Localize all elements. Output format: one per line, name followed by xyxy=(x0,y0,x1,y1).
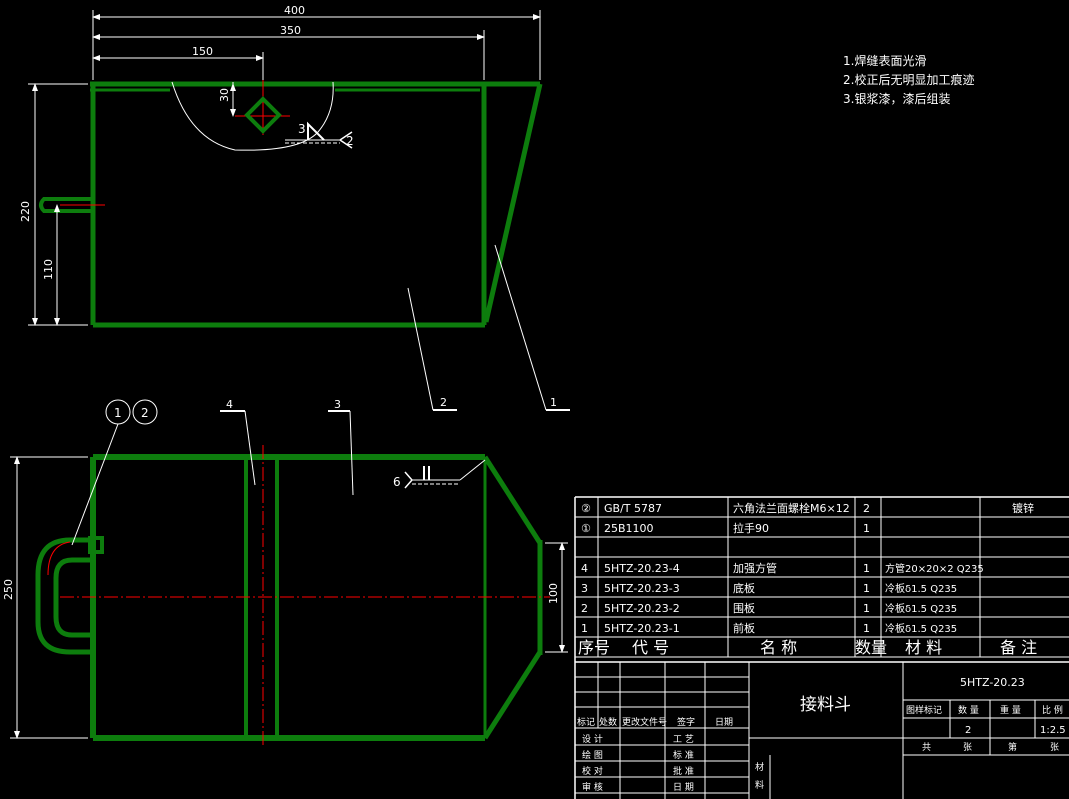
dim-100: 100 xyxy=(547,583,560,604)
mass-label: 重 量 xyxy=(1000,704,1021,716)
plan-view: 250 100 6 1 2 4 3 xyxy=(2,398,568,748)
bom-cell-remark: 镀锌 xyxy=(1012,501,1034,515)
process-label: 工 艺 xyxy=(673,734,694,745)
part-name: 接料斗 xyxy=(800,695,851,715)
balloon-2 xyxy=(132,399,158,425)
dim-250: 250 xyxy=(2,579,15,600)
bom-cell-material: 方管20×20×2 Q235 xyxy=(885,562,984,575)
front-view: 3 2 400 350 150 30 220 110 2 1 xyxy=(19,4,570,411)
bom-cell-seq: 1 xyxy=(581,622,588,635)
bom-cell-code: 5HTZ-20.23-1 xyxy=(604,622,680,635)
sheets-total: 共 xyxy=(922,742,931,753)
qty-value: 2 xyxy=(965,725,971,736)
bom-cell-code: 25B1100 xyxy=(604,522,654,535)
weld-label-front-a: 3 xyxy=(298,122,306,136)
bom-header-seq: 序号 xyxy=(578,638,610,657)
drawing-number: 5HTZ-20.23 xyxy=(960,676,1025,689)
bom-cell-code: GB/T 5787 xyxy=(604,502,662,515)
draw-label: 绘 图 xyxy=(582,749,603,761)
balloon-2-label: 2 xyxy=(141,406,149,420)
bom-cell-qty: 1 xyxy=(863,522,870,535)
balloon-1-label: 1 xyxy=(114,406,122,420)
callout-2: 2 xyxy=(440,396,447,409)
dim-350: 350 xyxy=(280,24,301,37)
bom-cell-seq: 3 xyxy=(581,582,588,595)
sheet-unit: 张 xyxy=(963,742,972,753)
date2-label: 日 期 xyxy=(673,782,694,793)
change-doc-label: 更改文件号 xyxy=(622,716,667,728)
sheet-unit-2: 张 xyxy=(1050,742,1059,753)
bom-cell-material: 冷板δ1.5 Q235 xyxy=(885,582,957,595)
note-1: 1.焊缝表面光滑 xyxy=(843,54,927,68)
dim-150: 150 xyxy=(192,45,213,58)
material-label-b: 料 xyxy=(755,779,764,791)
bom-cell-name: 围板 xyxy=(733,601,755,615)
bom-cell-name: 六角法兰面螺栓M6×12 xyxy=(733,501,850,515)
note-3: 3.银浆漆，漆后组装 xyxy=(843,92,951,106)
bom-cell-material: 冷板δ1.5 Q235 xyxy=(885,602,957,615)
approve-label: 批 准 xyxy=(673,765,694,777)
bom-cell-seq: 4 xyxy=(581,562,588,575)
dim-400: 400 xyxy=(284,4,305,17)
bom-cell-qty: 1 xyxy=(863,582,870,595)
dim-30: 30 xyxy=(218,88,231,102)
bom-cell-qty: 1 xyxy=(863,602,870,615)
title-block-text: 接料斗 5HTZ-20.23 图样标记 数 量 重 量 比 例 2 1:2.5 … xyxy=(577,676,1066,793)
weld-label-plan: 6 xyxy=(393,475,401,489)
qty-label: 数 量 xyxy=(958,704,979,716)
bom-cell-material: 冷板δ1.5 Q235 xyxy=(885,622,957,635)
bom-cell-seq: 2 xyxy=(581,602,588,615)
sheet-no: 第 xyxy=(1008,741,1017,753)
bom-cell-name: 加强方管 xyxy=(733,561,777,575)
technical-notes: 1.焊缝表面光滑 2.校正后无明显加工痕迹 3.银浆漆，漆后组装 xyxy=(843,52,974,109)
bom-cell-seq: ② xyxy=(581,502,591,515)
bom-cell-name: 底板 xyxy=(733,581,755,595)
bom-cell-code: 5HTZ-20.23-4 xyxy=(604,562,680,575)
design-label: 设 计 xyxy=(582,733,603,745)
check-label: 校 对 xyxy=(582,765,603,777)
bom-header-qty: 数量 xyxy=(855,638,887,657)
signature-label: 签字 xyxy=(677,716,695,728)
balloon-4-label: 4 xyxy=(226,398,233,411)
weld-label-front-b: 2 xyxy=(346,134,354,148)
bom-cell-code: 5HTZ-20.23-2 xyxy=(604,602,680,615)
bill-of-materials: ② GB/T 5787 六角法兰面螺栓M6×12 2 镀锌 ① 25B1100 拉手90 1 4 5… xyxy=(574,496,1069,799)
bom-header-remark: 备 注 xyxy=(1000,638,1037,657)
bom-cell-name: 前板 xyxy=(733,621,755,635)
title-block xyxy=(575,661,1069,799)
dim-220: 220 xyxy=(19,201,32,222)
bom-cell-seq: ① xyxy=(581,522,591,535)
bom-header-material: 材 料 xyxy=(905,638,942,657)
bom-cell-qty: 2 xyxy=(863,502,870,515)
balloon-3-label: 3 xyxy=(334,398,341,411)
callout-1: 1 xyxy=(550,396,557,409)
bom-cell-name: 拉手90 xyxy=(733,521,769,535)
standard-label: 标 准 xyxy=(673,749,694,761)
count-label: 处数 xyxy=(599,716,617,728)
date-label: 日期 xyxy=(715,717,733,728)
bom-cell-qty: 1 xyxy=(863,622,870,635)
note-2: 2.校正后无明显加工痕迹 xyxy=(843,73,975,87)
material-label-a: 材 xyxy=(755,761,764,773)
bom-header-code: 代 号 xyxy=(632,638,669,657)
scale-label: 比 例 xyxy=(1042,704,1063,716)
stage-label: 图样标记 xyxy=(906,704,942,716)
scale-value: 1:2.5 xyxy=(1040,725,1066,736)
review-label: 审 核 xyxy=(582,781,603,793)
mark-label: 标记 xyxy=(577,716,595,728)
bom-cell-code: 5HTZ-20.23-3 xyxy=(604,582,680,595)
bom-cell-qty: 1 xyxy=(863,562,870,575)
dim-110: 110 xyxy=(42,259,55,280)
bom-header-name: 名 称 xyxy=(760,638,797,657)
